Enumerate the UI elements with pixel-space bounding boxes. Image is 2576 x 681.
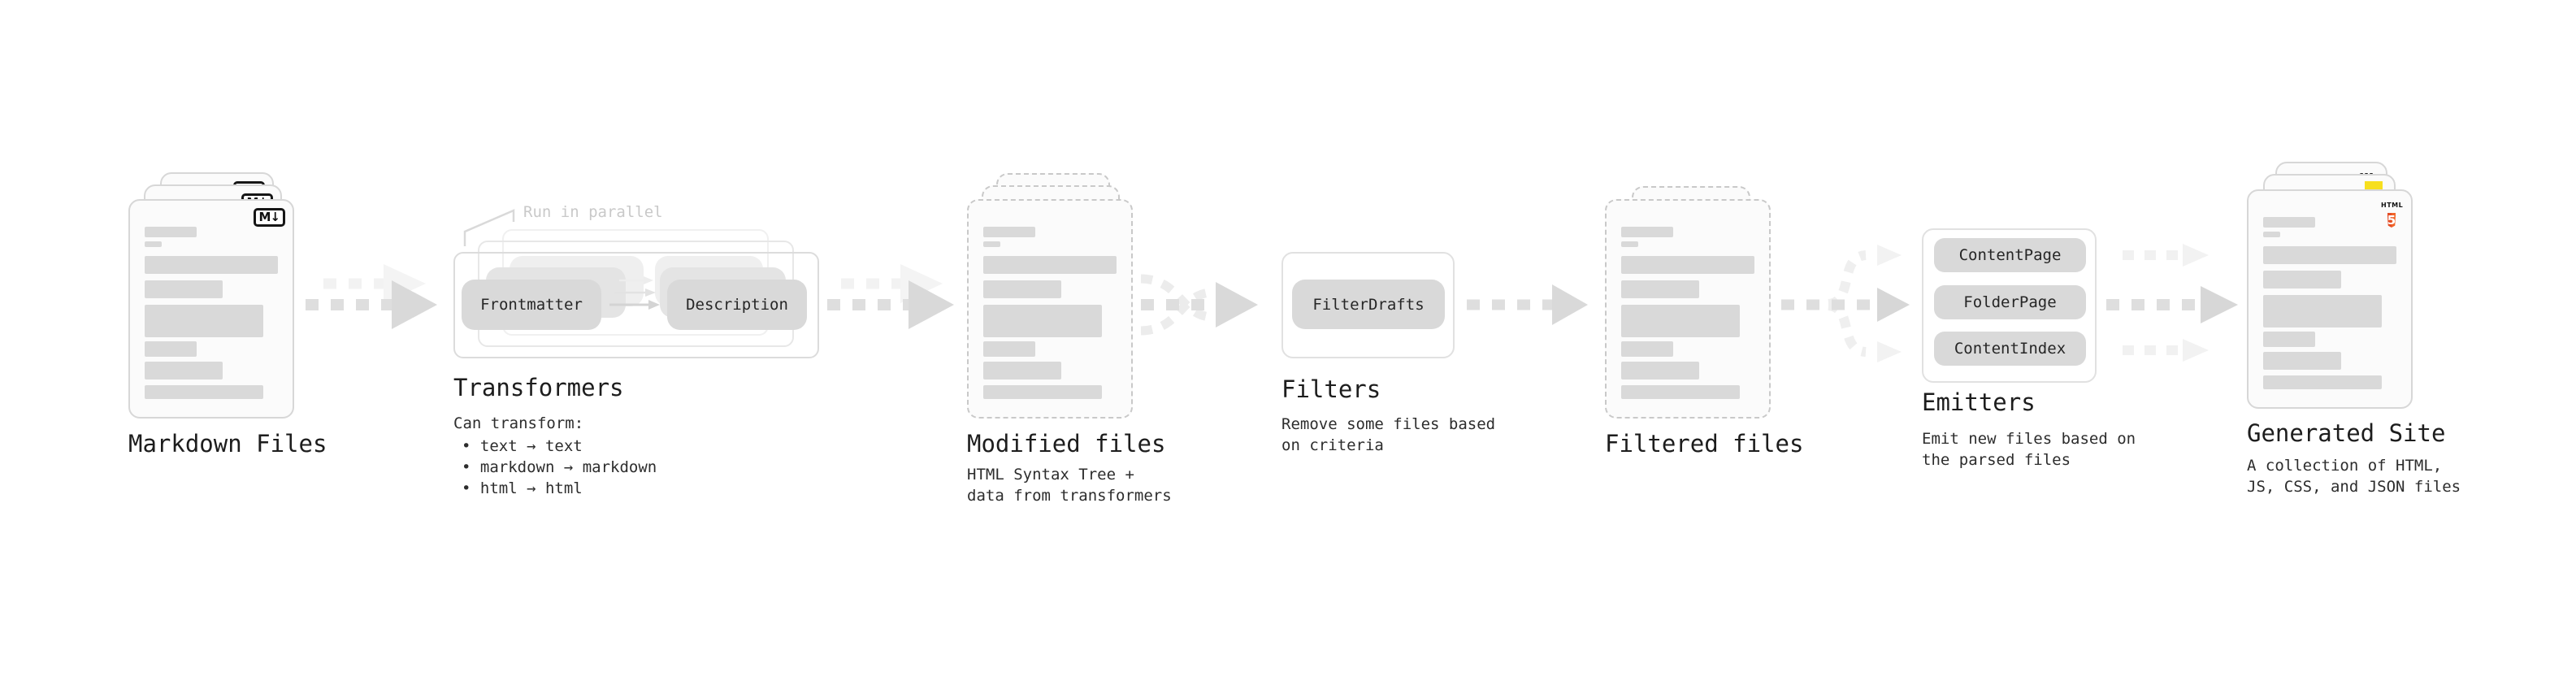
text-line-placeholder bbox=[983, 305, 1102, 337]
text-line-placeholder bbox=[2263, 217, 2315, 228]
text-line-placeholder bbox=[2263, 271, 2341, 288]
text-line-placeholder bbox=[2263, 246, 2396, 264]
text-line-placeholder bbox=[1621, 341, 1673, 357]
text-line-placeholder bbox=[2263, 375, 2382, 389]
text-line-placeholder bbox=[2263, 332, 2315, 347]
text-line-placeholder bbox=[145, 256, 278, 274]
generated-site-subtitle: A collection of HTML, JS, CSS, and JSON … bbox=[2247, 457, 2461, 496]
html5-icon-label: HTML bbox=[2381, 202, 2404, 209]
text-line-placeholder bbox=[2263, 352, 2341, 370]
markdown-file-card-front: M↓ bbox=[128, 199, 294, 419]
html5-icon: HTML 5 bbox=[2381, 195, 2404, 231]
text-line-placeholder bbox=[145, 362, 223, 380]
arrow-filters-to-filtered bbox=[1467, 284, 1588, 325]
text-line-placeholder bbox=[145, 385, 263, 399]
run-in-parallel-label: Run in parallel bbox=[523, 203, 663, 221]
modified-files-subtitle: HTML Syntax Tree + data from transformer… bbox=[967, 466, 1172, 505]
text-line-placeholder bbox=[983, 362, 1061, 380]
text-line-placeholder bbox=[2263, 232, 2280, 237]
text-line-placeholder bbox=[983, 280, 1061, 298]
filters-subtitle: Remove some files based on criteria bbox=[1281, 415, 1496, 454]
transformer-pill-description: Description bbox=[667, 280, 807, 330]
text-line-placeholder bbox=[145, 280, 223, 298]
text-line-placeholder bbox=[983, 385, 1102, 399]
arrow-emitters-to-site bbox=[2106, 244, 2238, 362]
modified-file-card-front bbox=[967, 199, 1133, 419]
emitters-subtitle: Emit new files based on the parsed files bbox=[1922, 430, 2136, 469]
arrow-transformers-to-modified bbox=[827, 264, 954, 329]
emitter-pill-folderpage: FolderPage bbox=[1934, 285, 2086, 319]
transformers-bullet: • html → html bbox=[462, 479, 583, 497]
text-line-placeholder bbox=[983, 341, 1035, 357]
arrow-filtered-to-emitters-fanout bbox=[1781, 245, 1910, 362]
filtered-files-title: Filtered files bbox=[1605, 430, 1804, 458]
transformer-box-front bbox=[453, 252, 819, 358]
transformers-heading: Can transform: bbox=[453, 414, 584, 432]
emitters-title: Emitters bbox=[1922, 388, 2036, 416]
markdown-files-title: Markdown Files bbox=[128, 430, 327, 458]
text-line-placeholder bbox=[983, 241, 1000, 247]
site-file-card-front: HTML 5 bbox=[2247, 189, 2413, 409]
modified-files-title: Modified files bbox=[967, 430, 1166, 458]
arrow-modified-to-filters-merge bbox=[1140, 274, 1258, 336]
text-line-placeholder bbox=[1621, 385, 1740, 399]
text-line-placeholder bbox=[1621, 227, 1673, 237]
text-line-placeholder bbox=[145, 227, 197, 237]
text-line-placeholder bbox=[2263, 295, 2382, 327]
filter-pill-filterdrafts: FilterDrafts bbox=[1292, 280, 1445, 329]
arrow-markdown-to-transformers bbox=[306, 264, 437, 329]
text-line-placeholder bbox=[983, 227, 1035, 237]
html5-icon-shield: 5 bbox=[2387, 213, 2396, 228]
text-line-placeholder bbox=[1621, 256, 1754, 274]
emitter-pill-contentpage: ContentPage bbox=[1934, 238, 2086, 272]
generated-site-title: Generated Site bbox=[2247, 419, 2446, 447]
filtered-file-card-front bbox=[1605, 199, 1771, 419]
transformer-pill-frontmatter: Frontmatter bbox=[462, 280, 601, 330]
text-line-placeholder bbox=[1621, 241, 1638, 247]
text-line-placeholder bbox=[145, 305, 263, 337]
markdown-icon: M↓ bbox=[253, 208, 285, 227]
text-line-placeholder bbox=[1621, 280, 1699, 298]
emitter-pill-contentindex: ContentIndex bbox=[1934, 332, 2086, 366]
transformers-title: Transformers bbox=[453, 374, 624, 401]
transformers-bullet: • markdown → markdown bbox=[462, 458, 657, 476]
text-line-placeholder bbox=[983, 256, 1117, 274]
javascript-icon bbox=[2365, 181, 2383, 189]
text-line-placeholder bbox=[1621, 305, 1740, 337]
filters-title: Filters bbox=[1281, 375, 1381, 403]
text-line-placeholder bbox=[1621, 362, 1699, 380]
transformers-bullet: • text → text bbox=[462, 437, 583, 455]
text-line-placeholder bbox=[145, 241, 162, 247]
text-line-placeholder bbox=[145, 341, 197, 357]
